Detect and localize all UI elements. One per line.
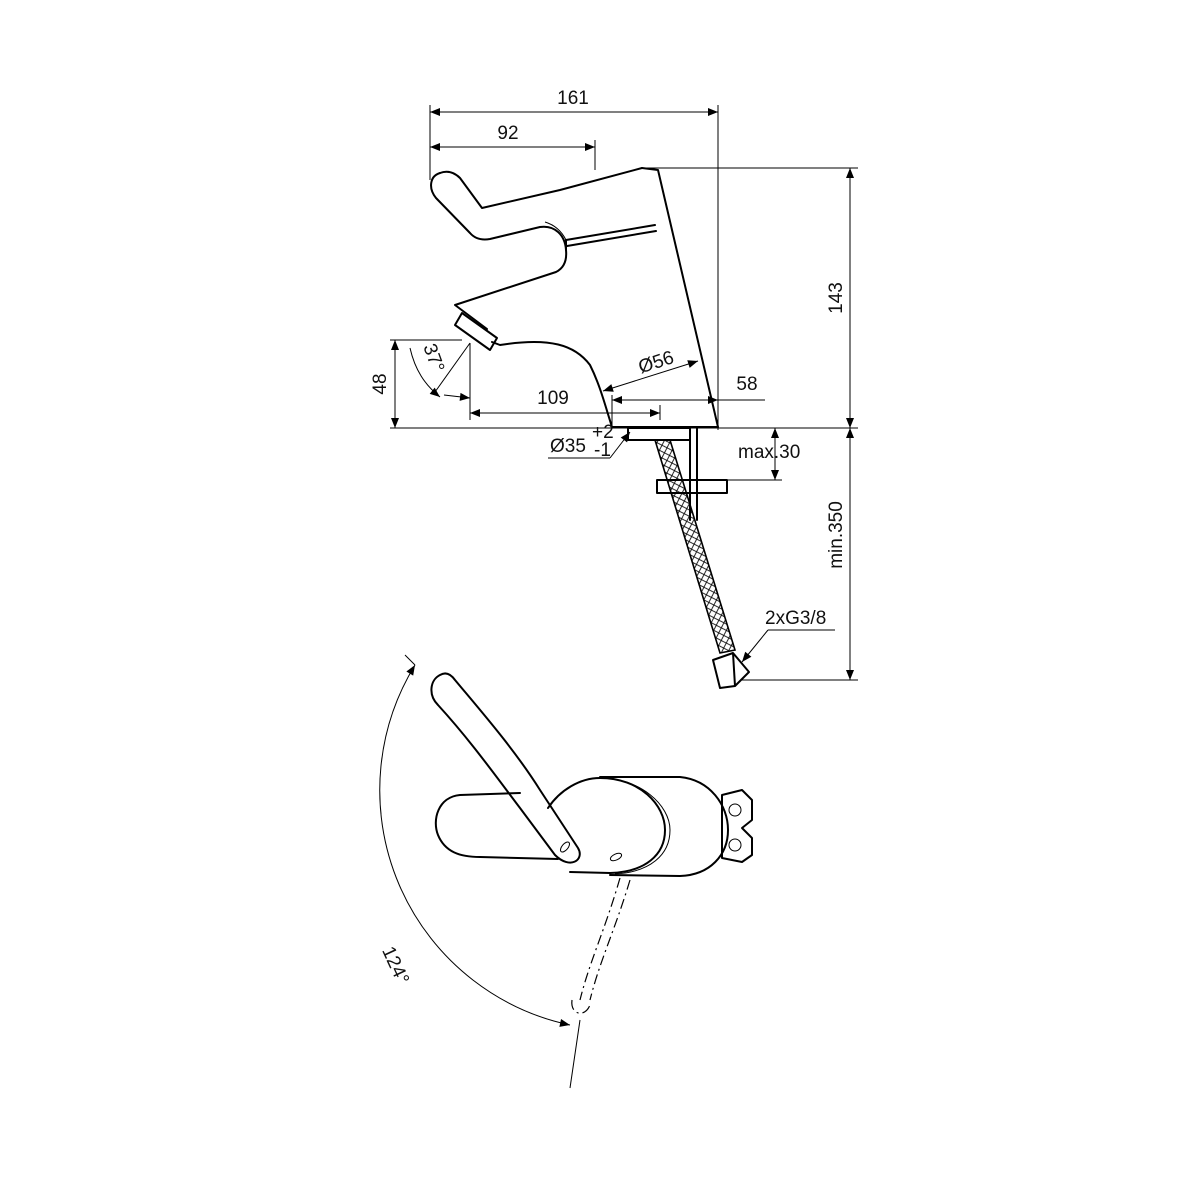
dim-109: 109 — [537, 388, 569, 409]
dim-48: 48 — [370, 373, 391, 394]
spout-outline-dashed — [579, 877, 631, 1001]
dim-143: 143 — [826, 282, 847, 314]
dim-161: 161 — [557, 88, 589, 109]
tolerance-plus: +2 — [592, 422, 614, 443]
dim-37-degrees: 37° — [418, 341, 448, 375]
flexible-hose — [653, 439, 737, 654]
dimensions: 161 92 143 48 37° 109 58 Ø56 Ø35 +2 -1 m… — [370, 88, 858, 681]
tolerance-minus: -1 — [594, 440, 611, 461]
faucet-side-view — [430, 167, 750, 689]
dim-connection: 2xG3/8 — [765, 608, 826, 629]
dim-diameter-35: Ø35 — [550, 436, 586, 457]
lever-top — [430, 672, 581, 864]
dim-58: 58 — [736, 374, 757, 395]
fixing-bracket — [656, 479, 728, 494]
hose-nuts-top — [721, 789, 753, 863]
dim-max-30: max.30 — [738, 442, 800, 463]
aerator-outlet — [454, 312, 498, 351]
dim-diameter-56: Ø56 — [636, 347, 677, 378]
dim-124-degrees: 124° — [377, 943, 413, 988]
dim-min-350: min.350 — [826, 501, 847, 569]
faucet-top-view: 124° — [377, 654, 753, 1089]
lever-side — [430, 172, 567, 251]
hose-nut — [712, 652, 750, 689]
dim-92: 92 — [497, 123, 518, 144]
